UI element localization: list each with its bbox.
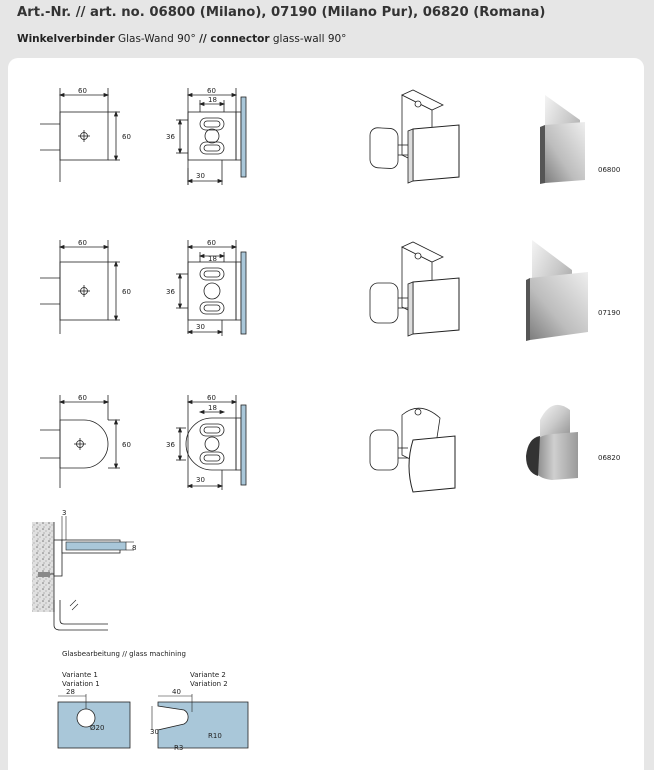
dim-depth: 30 [196,476,205,484]
dim-3: 3 [62,509,66,517]
v1-offset: 28 [66,688,75,696]
dim-width: 60 [78,87,87,95]
dim-height: 60 [122,441,131,449]
front-view [40,240,120,334]
dim-slot: 18 [208,404,217,412]
photo-07190 [526,240,588,341]
v2-offset: 40 [172,688,181,696]
v2-height: 30 [150,728,159,736]
dim-8: 8 [132,544,136,552]
subtitle-en: glass-wall 90° [269,33,347,45]
photo-06800 [540,95,585,184]
dim-spacing: 36 [166,288,175,296]
dim-spacing: 36 [166,441,175,449]
dim-width: 60 [207,239,216,247]
outline-3d [369,241,460,337]
dim-slot: 18 [208,255,217,263]
side-view [176,240,247,336]
variant1-en: Variation 1 [62,680,100,688]
photo-06820 [526,404,578,480]
front-view [40,395,120,488]
side-view [176,88,247,185]
subtitle-en-bold: connector [210,33,270,45]
dim-spacing: 36 [166,133,175,141]
outline-3d [369,407,456,493]
dim-width: 60 [207,394,216,402]
dim-width: 60 [207,87,216,95]
front-view [40,88,120,182]
product-code: 07190 [598,309,620,317]
subtitle-de-bold: Winkelverbinder [17,33,115,45]
v2-radius-small: R3 [174,744,183,752]
wall-section [32,516,134,631]
page-title: Art.-Nr. // art. no. 06800 (Milano), 071… [17,5,546,20]
variant2-de: Variante 2 [190,671,226,679]
content-panel [8,58,644,770]
dim-width: 60 [78,394,87,402]
header-bar [0,0,654,28]
v1-diameter: Ø20 [90,724,104,732]
subtitle-sep: // [199,33,211,45]
row-06820: 60 60 [40,394,620,493]
dim-slot: 18 [208,96,217,104]
row-06800: 60 60 [40,87,620,185]
page-subtitle: Winkelverbinder Glas-Wand 90° // connect… [17,33,346,45]
row-07190: 60 60 [40,239,620,341]
variant1-de: Variante 1 [62,671,98,679]
dim-width: 60 [78,239,87,247]
outline-3d [369,89,460,184]
product-code: 06820 [598,454,620,462]
subtitle-de: Glas-Wand 90° [114,33,200,45]
v2-radius-large: R10 [208,732,222,740]
dim-depth: 30 [196,323,205,331]
dim-height: 60 [122,133,131,141]
dim-depth: 30 [196,172,205,180]
variant2-en: Variation 2 [190,680,228,688]
glass-machining-title: Glasbearbeitung // glass machining [62,650,186,658]
product-code: 06800 [598,166,620,174]
variant2-drawing [151,694,249,749]
dim-height: 60 [122,288,131,296]
side-view [176,395,247,490]
variant1-drawing [57,694,131,749]
